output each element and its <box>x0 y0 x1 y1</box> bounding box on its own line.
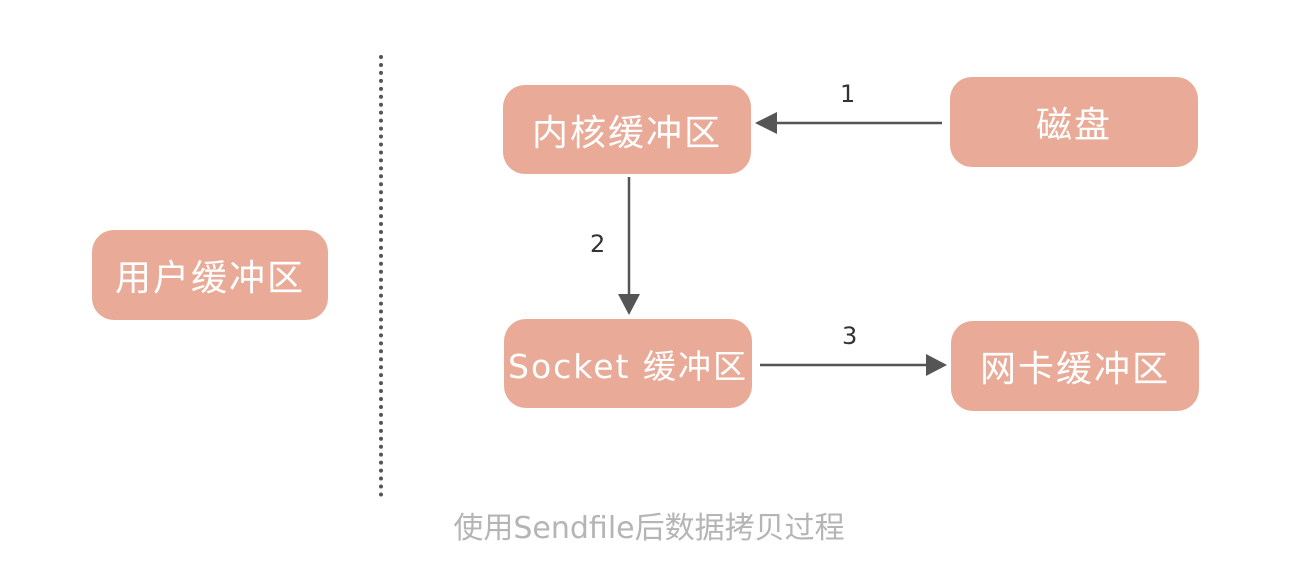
disk-label: 磁盘 <box>1035 105 1112 146</box>
kernel-buffer-label: 内核缓冲区 <box>531 112 722 154</box>
diagram-caption: 使用Sendfile后数据拷贝过程 <box>453 511 845 546</box>
disk-node: 磁盘 <box>950 77 1198 167</box>
arrow-step-3 <box>760 354 947 376</box>
arrow-step-2 <box>618 177 640 315</box>
socket-buffer-label: Socket 缓冲区 <box>508 346 748 386</box>
socket-buffer-node: Socket 缓冲区 <box>504 319 752 408</box>
user-buffer-node: 用户缓冲区 <box>92 230 328 320</box>
nic-buffer-node: 网卡缓冲区 <box>951 321 1199 411</box>
arrow-step-1 <box>755 112 942 134</box>
step-2-label: 2 <box>590 230 606 258</box>
user-kernel-divider <box>379 55 383 497</box>
step-1-label: 1 <box>840 80 856 108</box>
kernel-buffer-node: 内核缓冲区 <box>503 85 751 174</box>
nic-buffer-label: 网卡缓冲区 <box>979 349 1170 390</box>
user-buffer-label: 用户缓冲区 <box>114 258 305 299</box>
step-3-label: 3 <box>842 322 858 350</box>
